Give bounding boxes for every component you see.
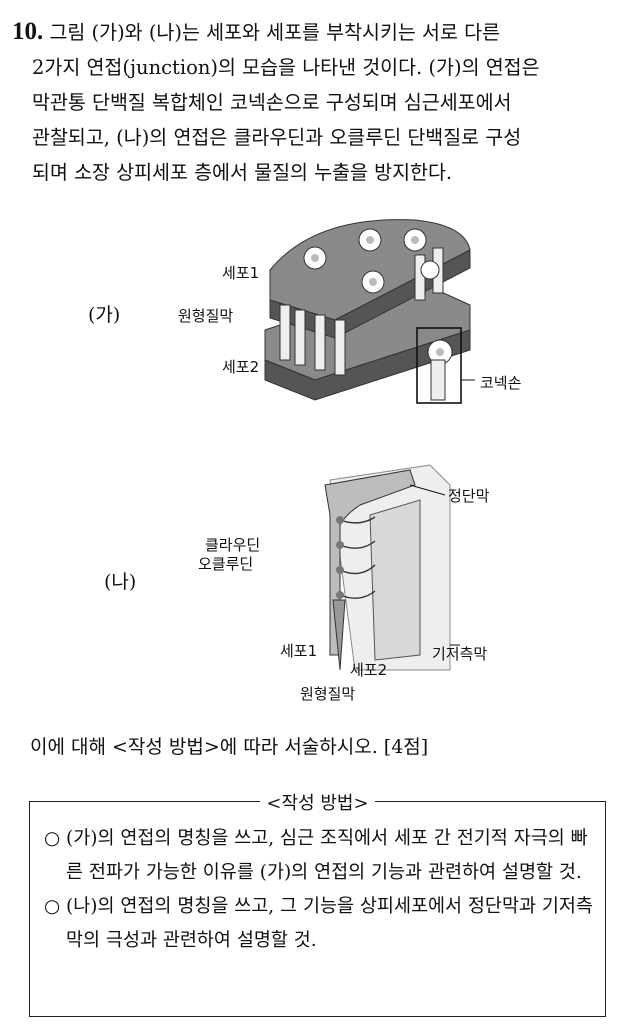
figure-b-label: (나) [104,571,137,593]
figure-a-cell2-label: 세포2 [222,358,260,376]
gap-junction-illustration [264,219,475,404]
method-box-title: <작성 방법> [260,793,375,814]
figure-b-cell1-label: 세포1 [280,642,318,660]
question-line-2: 2가지 연접(junction)의 모습을 나타낸 것이다. (가)의 연접은 [32,56,540,79]
figure-b-occludin-label: 오클루딘 [198,555,254,573]
question-number: 10. [12,18,44,45]
question-line-4: 관찰되고, (나)의 연접은 클라우딘과 오클루딘 단백질로 구성 [32,126,522,149]
instruction-prompt: 이에 대해 <작성 방법>에 따라 서술하시오. [4점] [30,736,429,758]
question-line-3: 막관통 단백질 복합체인 코넥손으로 구성되며 심근세포에서 [32,91,512,114]
question-line-5: 되며 소장 상피세포 층에서 물질의 누출을 방지한다. [32,161,453,184]
method-item-2: ○ (나)의 연접의 명칭을 쓰고, 그 기능을 상피세포에서 정단막과 기저측… [44,896,593,951]
question-line-1: 그림 (가)와 (나)는 세포와 세포를 부착시키는 서로 다른 [49,21,501,44]
figure-b-membrane-label: 원형질막 [300,685,356,703]
figure-a-connexon-label: 코넥손 [480,374,522,392]
figure-a-cell1-label: 세포1 [222,264,260,282]
figure-b-apical-label: 정단막 [448,487,490,505]
question-text: 10. 그림 (가)와 (나)는 세포와 세포를 부착시키는 서로 다른 2가지… [12,14,617,190]
method-list: ○ (가)의 연접의 명칭을 쓰고, 심근 조직에서 세포 간 전기적 자극의 … [30,802,605,958]
figure-b-cell2-label: 세포2 [350,661,388,679]
method-box: <작성 방법> ○ (가)의 연접의 명칭을 쓰고, 심근 조직에서 세포 간 … [29,793,606,1017]
tight-junction-illustration [324,464,460,671]
figure-b-claudin-label: 클라우딘 [205,536,261,554]
method-item-1: ○ (가)의 연접의 명칭을 쓰고, 심근 조직에서 세포 간 전기적 자극의 … [44,828,588,883]
figure-a-label: (가) [88,304,121,326]
figure-b-basolateral-label: 기저측막 [432,645,488,663]
figure-a-membrane-label: 원형질막 [178,307,234,325]
